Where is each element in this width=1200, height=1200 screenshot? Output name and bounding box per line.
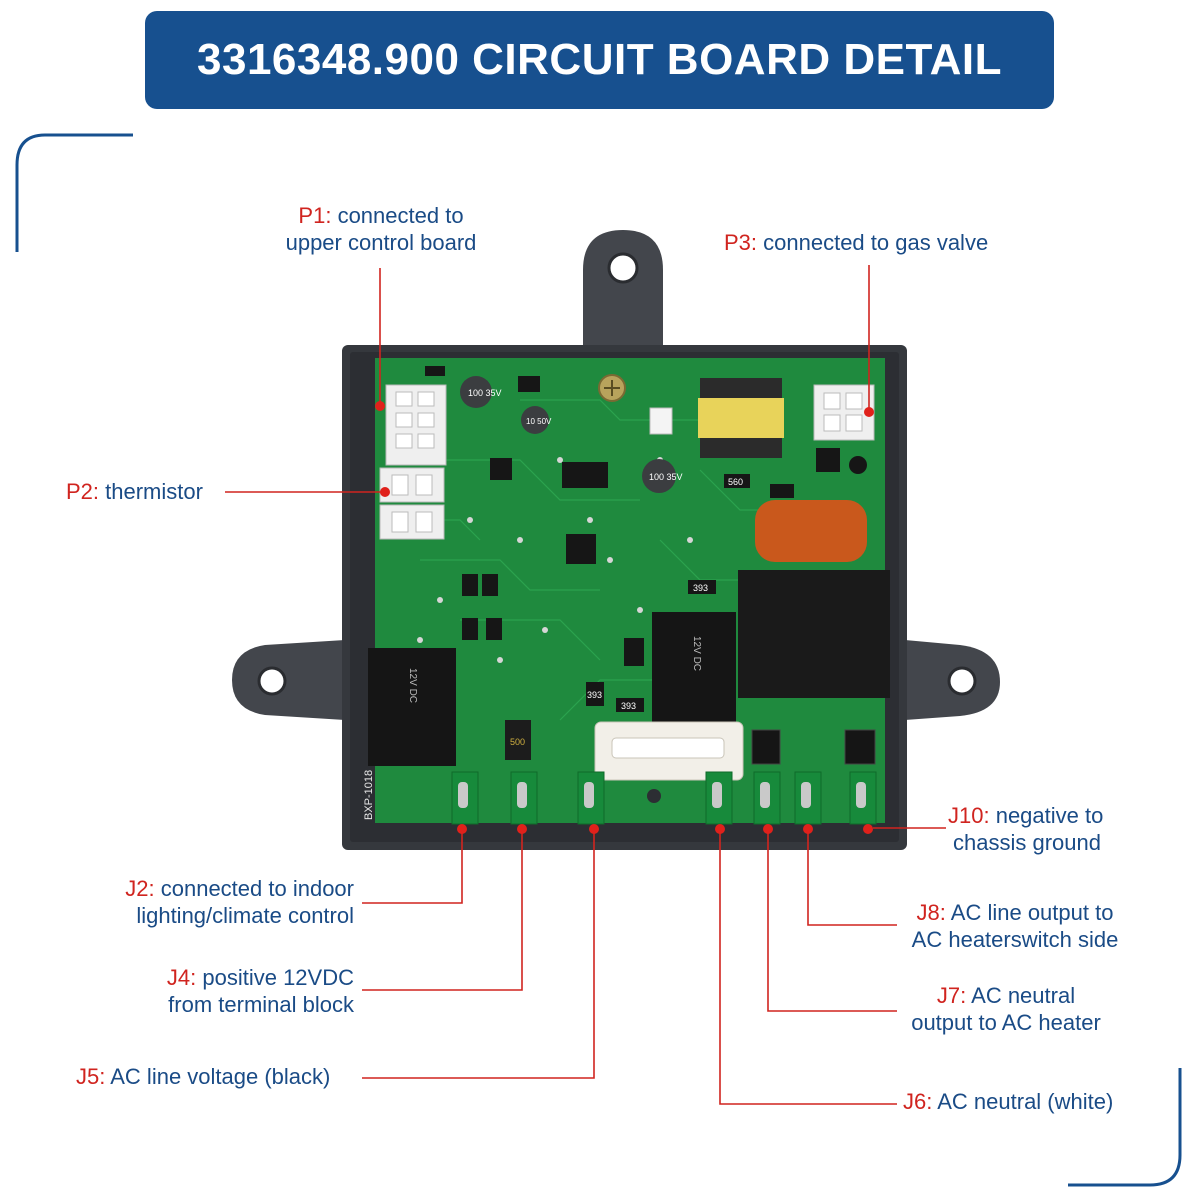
callout-j7: J7: AC neutral output to AC heater <box>900 982 1112 1036</box>
callout-p1-label: P1: <box>298 203 332 228</box>
callout-p3: P3: connected to gas valve <box>724 229 988 256</box>
callout-p3-line1: connected to gas valve <box>757 230 989 255</box>
callout-j8-label: J8: <box>916 900 946 925</box>
callout-j4-label: J4: <box>166 965 197 990</box>
terminals <box>451 771 877 825</box>
callout-p2-label: P2: <box>66 479 100 504</box>
callout-p3-label: P3: <box>724 230 758 255</box>
board-model-silk: BXP-1018 <box>363 770 375 820</box>
connector-p2 <box>379 467 445 540</box>
callout-j4: J4: positive 12VDC from terminal block <box>140 964 354 1018</box>
capacitor-3-label: 100 35V <box>649 472 683 482</box>
resistor-b-label: 393 <box>587 690 602 700</box>
callout-j5: J5: AC line voltage (black) <box>76 1063 330 1090</box>
callout-j6-line1: AC neutral (white) <box>932 1089 1114 1114</box>
callout-j8: J8: AC line output to AC heaterswitch si… <box>900 899 1130 953</box>
callout-j5-line1: AC line voltage (black) <box>105 1064 331 1089</box>
callout-j2-line2: lighting/climate control <box>136 903 354 928</box>
callout-j8-line1: AC line output to <box>945 900 1114 925</box>
callout-j7-label: J7: <box>936 983 967 1008</box>
components: 100 35V 10 50V 100 35V 393 393 393 560 <box>363 366 890 820</box>
resistor-a-label: 393 <box>693 583 708 593</box>
relay-left-text: 12V DC <box>407 668 418 703</box>
callout-j5-label: J5: <box>76 1064 106 1089</box>
relay-right-text: 12V DC <box>691 636 702 671</box>
callout-p2: P2: thermistor <box>66 478 203 505</box>
callout-j4-line1: positive 12VDC <box>196 965 354 990</box>
resistor-d-label: 560 <box>728 477 743 487</box>
corner-bracket-top-left <box>15 133 133 252</box>
callout-j10-label: J10: <box>948 803 990 828</box>
callout-p1-line1: connected to <box>331 203 464 228</box>
callout-j10-line1: negative to <box>989 803 1104 828</box>
connector-p1 <box>385 384 447 466</box>
diode-label: 500 <box>510 737 525 747</box>
leader-lines <box>225 265 946 1105</box>
leader-dots <box>375 401 874 834</box>
resistor-c-label: 393 <box>621 701 636 711</box>
callout-j2: J2: connected to indoor lighting/climate… <box>100 875 354 929</box>
callout-p2-line1: thermistor <box>99 479 203 504</box>
callout-j8-line2: AC heaterswitch side <box>911 927 1119 952</box>
callout-j10: J10: negative to chassis ground <box>948 802 1103 856</box>
connector-p3 <box>813 384 875 441</box>
title-banner: 3316348.900 CIRCUIT BOARD DETAIL <box>145 11 1054 109</box>
callout-j4-line2: from terminal block <box>168 992 354 1017</box>
callout-j7-line2: output to AC heater <box>911 1010 1101 1035</box>
capacitor-1-label: 100 35V <box>468 388 502 398</box>
page-title: 3316348.900 CIRCUIT BOARD DETAIL <box>197 35 1002 84</box>
callout-j6: J6: AC neutral (white) <box>903 1088 1113 1115</box>
callout-j2-label: J2: <box>125 876 155 901</box>
callout-j6-label: J6: <box>903 1089 933 1114</box>
corner-bracket-bottom-right <box>1068 1068 1182 1187</box>
callout-p1: P1: connected to upper control board <box>276 202 486 256</box>
callout-j10-line2: chassis ground <box>953 830 1101 855</box>
callout-j2-line1: connected to indoor <box>154 876 354 901</box>
callout-p1-line2: upper control board <box>285 230 477 255</box>
callout-j7-line1: AC neutral <box>966 983 1076 1008</box>
capacitor-2-label: 10 50V <box>526 417 552 426</box>
